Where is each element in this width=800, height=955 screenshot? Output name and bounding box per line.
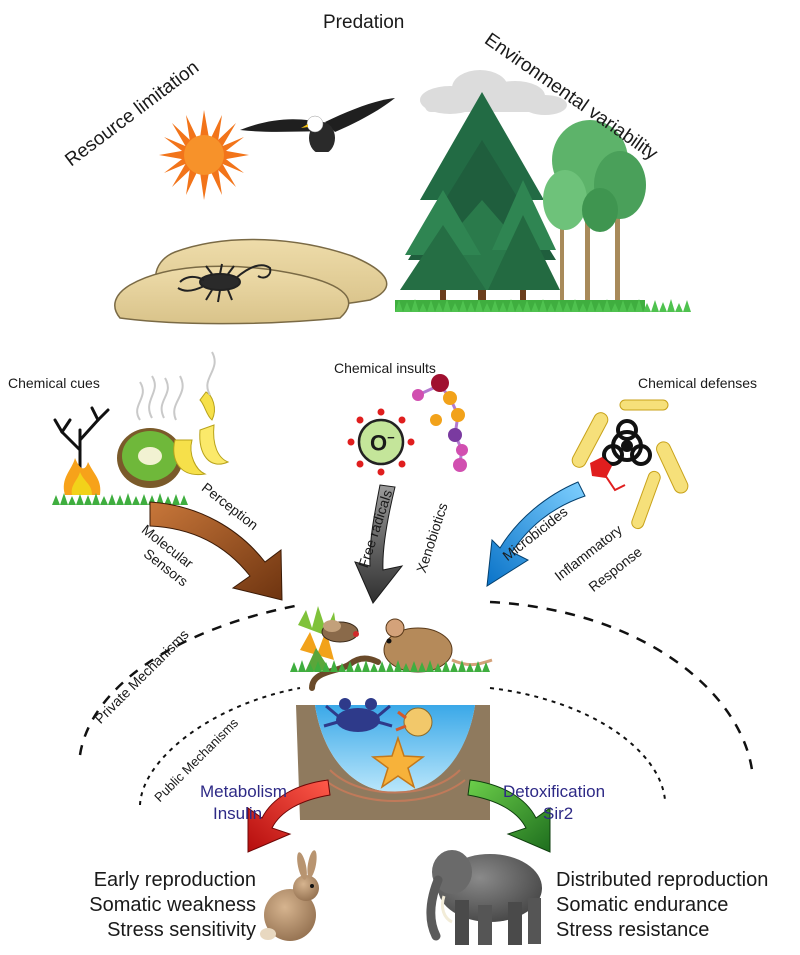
cloud-icon (420, 70, 567, 115)
private-mechanisms-arc-right (489, 600, 754, 771)
superoxide-symbol: O (370, 430, 388, 456)
chemical-defenses-label: Chemical defenses (638, 375, 758, 391)
grass-organisms-icon (290, 660, 490, 672)
superoxide-label: O− (370, 431, 395, 454)
desert-dunes-icon (114, 238, 388, 325)
chemical-insults-label: Chemical insults (334, 360, 436, 376)
metabolism-pathway-arrow (247, 779, 331, 853)
fire-icon (63, 458, 101, 495)
defense-marker-icon (590, 457, 626, 492)
perception-arrow (149, 501, 283, 601)
detoxification-label: Detoxification (503, 782, 606, 801)
moth-icon (321, 620, 359, 643)
xenobiotic-molecule-icon (412, 374, 468, 472)
early-reproduction-text: Early reproduction (93, 869, 256, 891)
left-outcomes: Early reproduction Somatic weakness Stre… (89, 868, 256, 943)
mouse-icon (383, 618, 493, 673)
elephant-icon (426, 850, 542, 945)
metabolism-label: Metabolism (200, 782, 287, 801)
smoke-icon (136, 351, 216, 421)
insulin-label: Insulin (213, 804, 263, 823)
somatic-endurance-text: Somatic endurance (556, 894, 729, 916)
distributed-reproduction-text: Distributed reproduction (556, 869, 769, 891)
crab-icon (323, 698, 393, 732)
chemical-defenses-arrow (486, 481, 586, 587)
starfish-icon (370, 735, 426, 789)
private-mechanisms-arc (78, 603, 301, 756)
detoxification-pathway-arrow (467, 779, 551, 853)
banana-icon (173, 391, 230, 476)
sun-icon (159, 110, 249, 200)
chemical-cues-label: Chemical cues (8, 375, 100, 391)
chemical-insults-arrow (354, 484, 404, 604)
superoxide-charge: − (387, 430, 395, 445)
dead-branch-icon (53, 406, 110, 492)
hermit-crab-icon (395, 707, 433, 737)
predation-label: Predation (323, 12, 405, 33)
rabbit-icon (260, 850, 319, 941)
stress-resistance-text: Stress resistance (556, 919, 710, 941)
sir2-label: Sir2 (543, 804, 574, 823)
bacteria-icon (571, 399, 689, 530)
public-mechanisms-arc-right (489, 687, 666, 801)
superoxide-radical-icon (347, 408, 415, 476)
biohazard-icon (602, 419, 652, 466)
somatic-weakness-text: Somatic weakness (89, 894, 256, 916)
right-outcomes: Distributed reproduction Somatic enduran… (556, 868, 768, 943)
forest-icon (395, 92, 691, 312)
scorpion-icon (177, 263, 272, 303)
stress-sensitivity-text: Stress sensitivity (107, 919, 256, 941)
eagle-icon (240, 98, 395, 162)
kiwi-icon (117, 428, 183, 488)
